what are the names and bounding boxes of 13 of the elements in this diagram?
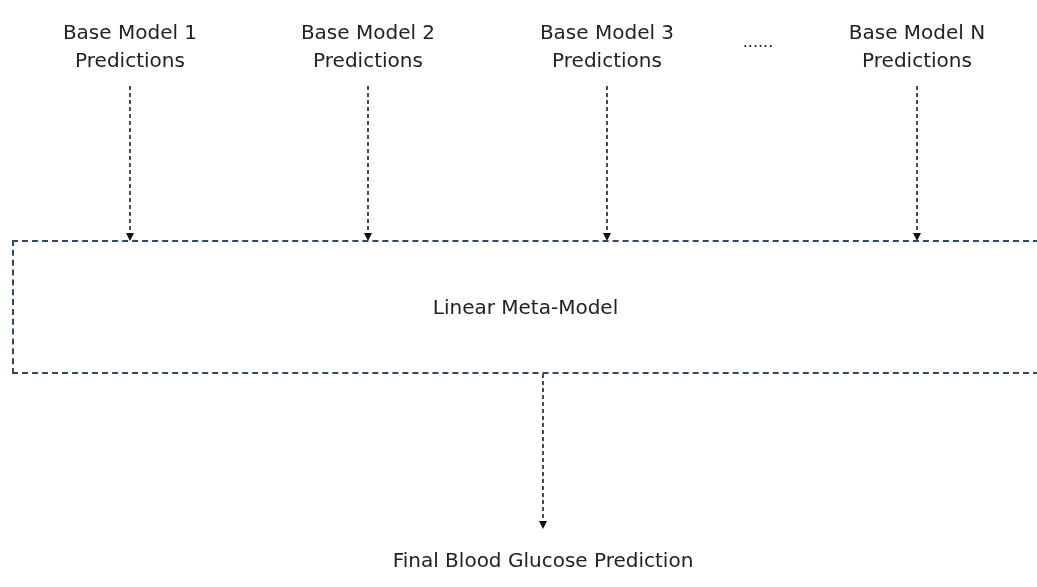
box-label: Linear Meta-Model xyxy=(432,294,619,321)
node-label: Base Model 2 Predictions xyxy=(299,19,437,74)
dashed-arrow xyxy=(539,373,547,529)
ellipsis-label: ...... xyxy=(741,31,775,53)
node-label: Base Model 1 Predictions xyxy=(61,19,199,74)
process-box xyxy=(12,240,1037,374)
dashed-arrow xyxy=(603,85,611,241)
dashed-arrow xyxy=(364,85,372,241)
node-label: Base Model 3 Predictions xyxy=(538,19,676,74)
dashed-arrow xyxy=(913,85,921,241)
node-label: Base Model N Predictions xyxy=(847,19,987,74)
output-label: Final Blood Glucose Prediction xyxy=(392,547,694,574)
dashed-arrow xyxy=(126,85,134,241)
